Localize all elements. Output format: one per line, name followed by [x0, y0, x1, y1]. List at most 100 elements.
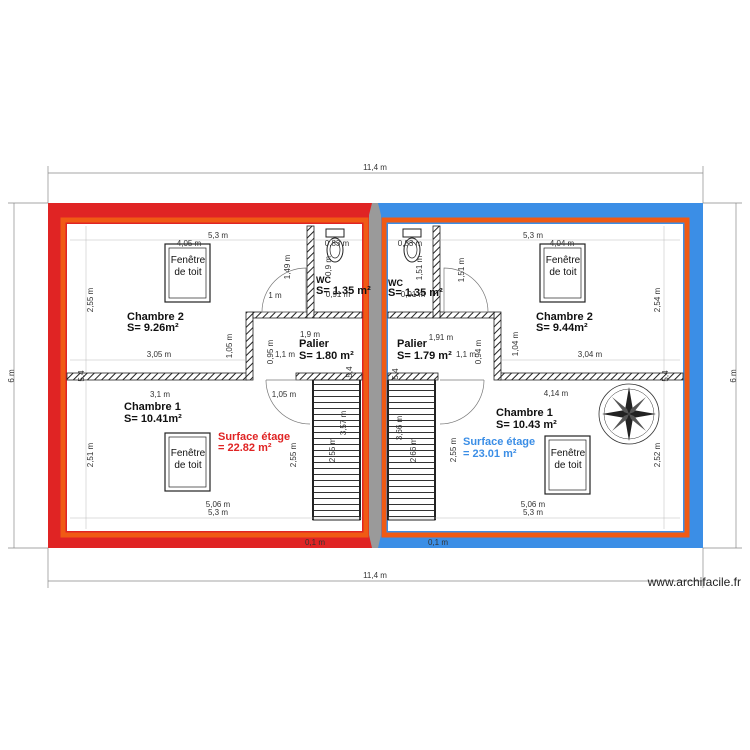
- right-skylight-bottom: Fenêtre de toit: [544, 435, 591, 495]
- left-skylight-top-line2: de toit: [174, 267, 201, 278]
- left-dim-hall-h: 2,55 m: [289, 442, 298, 467]
- left-dim-wc-door: 0,91 m: [326, 290, 351, 299]
- left-chambre1-name: Chambre 1: [124, 401, 181, 413]
- left-skylight-bottom-line1: Fenêtre: [171, 448, 206, 459]
- right-door-swing-hall: [439, 379, 485, 425]
- right-wc-name: WC: [388, 278, 403, 288]
- left-dim-stair-len: 3,57 m: [339, 410, 348, 435]
- left-dim-wc-h: 1,49 m: [283, 254, 292, 279]
- left-dim-door-1m: 1 m: [268, 291, 282, 300]
- right-surface-value: = 23.01 m²: [463, 448, 517, 460]
- right-chambre2-name: Chambre 2: [536, 311, 593, 323]
- left-wall-palier-top: [252, 311, 308, 319]
- right-dim-palier-w: 1,91 m: [429, 333, 454, 342]
- left-dim-wall-thickness: 0,1 m: [305, 538, 325, 547]
- right-skylight-top: Fenêtre de toit: [539, 243, 586, 303]
- right-dim-hall-h: 2,55 m: [449, 437, 458, 462]
- right-unit-outline: [381, 217, 690, 538]
- right-dim-bottom-inner: 5,06 m: [521, 500, 546, 509]
- right-wall-palier-top: [439, 311, 495, 319]
- right-dim-top-total: 5,3 m: [523, 231, 543, 240]
- left-unit: Fenêtre de toit Fenêtre de toit Chambre …: [66, 225, 371, 547]
- left-wc-name: WC: [316, 275, 331, 285]
- left-dim-palier-h: 1,05 m: [225, 333, 234, 358]
- overall-dimensions: [8, 166, 742, 588]
- right-wall-horizontal: [499, 372, 684, 381]
- right-skylight-top-line1: Fenêtre: [546, 255, 581, 266]
- left-toilet-icon: [325, 228, 345, 263]
- left-dim-top-ch2: 4,05 m: [177, 239, 202, 248]
- left-dim-palier-small-h: 0,95 m: [266, 339, 275, 364]
- left-dim-ch1-w: 3,1 m: [150, 390, 170, 399]
- left-wall-horizontal: [66, 372, 248, 381]
- right-staircase: [387, 379, 436, 521]
- right-dim-wc-door: 0,91 m: [401, 290, 426, 299]
- right-dim-ch2-w: 3,04 m: [578, 350, 603, 359]
- left-dim-stub: 5,4: [77, 370, 86, 382]
- left-skylight-top: Fenêtre de toit: [164, 243, 211, 303]
- left-chambre2-area: S= 9.26m²: [127, 322, 179, 334]
- right-dim-palier-h: 1,04 m: [511, 331, 520, 356]
- left-dim-palier-small-w: 1,1 m: [275, 350, 295, 359]
- left-wall-wc: [306, 225, 315, 319]
- right-door-swing-wc: [443, 267, 489, 313]
- right-palier-area: S= 1.79 m²: [397, 350, 452, 362]
- left-dim-stub2: 5,4: [345, 366, 354, 378]
- right-dim-stair-h: 2,66 m: [409, 437, 418, 462]
- right-wc-area: S= 1.35 m²: [388, 287, 443, 299]
- left-surface-value: = 22.82 m²: [218, 442, 272, 454]
- right-skylight-top-line2: de toit: [549, 267, 576, 278]
- left-unit-outline: [60, 217, 369, 538]
- left-skylight-top-line1: Fenêtre: [171, 255, 206, 266]
- compass-rose-icon: [598, 383, 660, 445]
- right-dim-stair-len: 3,66 m: [395, 415, 404, 440]
- left-chambre2-name: Chambre 2: [127, 311, 184, 323]
- left-dim-stair-h: 2,55 m: [328, 437, 337, 462]
- right-dim-ch1-w: 4,14 m: [544, 389, 569, 398]
- right-palier-name: Palier: [397, 338, 428, 350]
- left-dim-ch2-h: 2,55 m: [86, 287, 95, 312]
- right-wall-wc: [432, 225, 441, 319]
- right-wall-wc-bottom: [387, 311, 434, 319]
- left-dim-palier-w: 1,9 m: [300, 330, 320, 339]
- left-dim-bottom-total: 5,3 m: [208, 508, 228, 517]
- overall-width-top: 11,4 m: [363, 163, 387, 172]
- left-dim-top-total: 5,3 m: [208, 231, 228, 240]
- left-dim-ch2-w: 3,05 m: [147, 350, 172, 359]
- right-dim-wall-thickness: 0,1 m: [428, 538, 448, 547]
- right-toilet-icon: [402, 228, 422, 263]
- overall-height-left: 6 m: [7, 369, 16, 383]
- right-dim-bottom-total: 5,3 m: [523, 508, 543, 517]
- right-skylight-bottom-line1: Fenêtre: [551, 448, 586, 459]
- left-door-swing-wc: [261, 267, 307, 313]
- right-dim-top-ch2: 4,04 m: [550, 239, 575, 248]
- left-staircase: [312, 379, 361, 521]
- right-chambre2-area: S= 9.44m²: [536, 322, 588, 334]
- right-dim-ch2-h: 2,54 m: [653, 287, 662, 312]
- left-dim-wc-depth: 0,9 m: [324, 256, 333, 276]
- right-dim-stub: 5,4: [391, 368, 400, 380]
- right-dim-ch1-h: 2,52 m: [653, 442, 662, 467]
- right-dim-wc-w: 0,83 m: [398, 239, 423, 248]
- left-chambre1-area: S= 10.41m²: [124, 413, 182, 425]
- left-palier-name: Palier: [299, 338, 330, 350]
- left-skylight-bottom-line2: de toit: [174, 460, 201, 471]
- left-surface-label: Surface étage: [218, 431, 290, 443]
- watermark: www.archifacile.fr: [647, 575, 741, 589]
- left-dim-wc-w: 0,83 m: [325, 239, 350, 248]
- right-chambre1-area: S= 10.43 m²: [496, 419, 557, 431]
- right-skylight-bottom-line2: de toit: [554, 460, 581, 471]
- right-unit: Fenêtre de toit Fenêtre de toit: [387, 225, 684, 547]
- right-dim-wc-h: 1,51 m: [457, 257, 466, 282]
- left-wc-area: S= 1.35 m²: [316, 285, 371, 297]
- right-chambre1-name: Chambre 1: [496, 407, 553, 419]
- right-dim-wc-depth: 1,51 m: [415, 255, 424, 280]
- left-wall-wc-bottom: [313, 311, 363, 319]
- left-dim-door-105: 1,05 m: [272, 390, 297, 399]
- overall-height-right: 6 m: [729, 369, 738, 383]
- right-dim-palier-small-h: 0,94 m: [474, 339, 483, 364]
- left-dim-bottom-inner: 5,06 m: [206, 500, 231, 509]
- right-wall-vertical-palier: [493, 311, 502, 381]
- right-surface-label: Surface étage: [463, 436, 535, 448]
